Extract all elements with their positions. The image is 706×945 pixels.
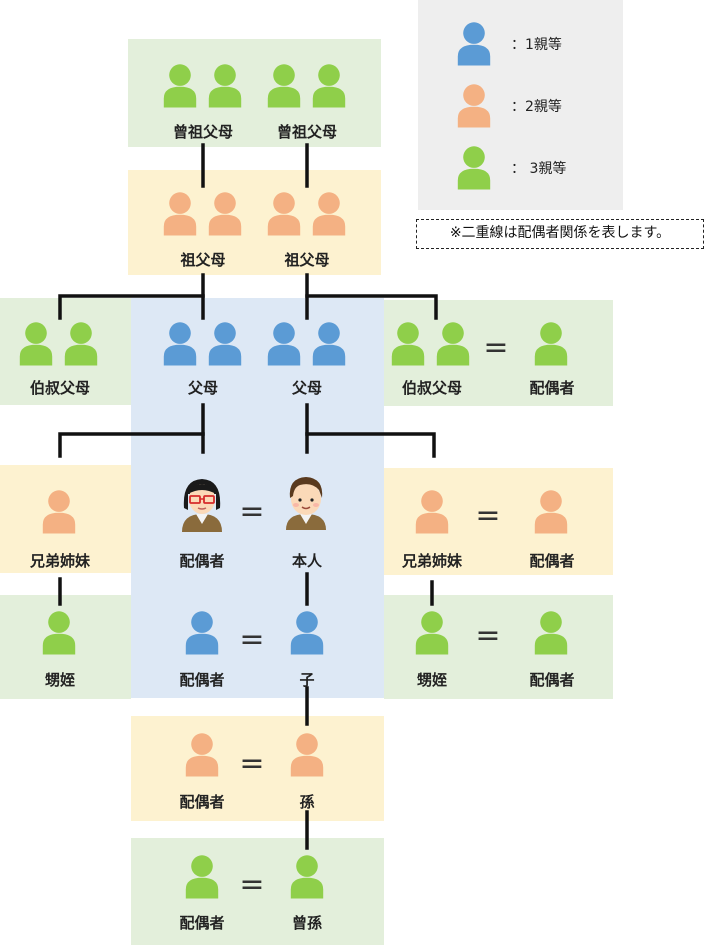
spouse-equals-sign: = [475,498,501,533]
label-uncle-aunt-right-spouse: 配偶者 [529,379,575,397]
person-icon [391,322,425,366]
zone-grandchild [131,716,384,821]
label-uncle-aunt-left: 伯叔父母 [29,379,91,397]
person-icon [163,64,197,108]
person-icon [312,192,346,236]
person-icon [290,855,324,899]
label-child-spouse: 配偶者 [179,671,225,689]
label-great-grandparents-left: 曾祖父母 [172,123,234,141]
spouse-equals-sign: = [239,494,265,529]
label-grandparents-left: 祖父母 [180,251,226,269]
spouse-equals-sign: = [239,746,265,781]
label-sibling-left: 兄弟姉妹 [29,552,91,570]
person-icon [19,322,53,366]
spouse-equals-sign: = [475,618,501,653]
person-icon [290,611,324,655]
label-nephew-left: 甥姪 [44,671,76,689]
spouse-equals-sign: = [483,330,509,365]
person-icon [208,192,242,236]
person-icon [267,192,301,236]
person-icon [163,322,197,366]
zone-great-grandchild [131,838,384,945]
label-uncle-aunt-right: 伯叔父母 [401,379,463,397]
person-icon [42,490,76,534]
person-icon [42,611,76,655]
person-icon [290,733,324,777]
person-icon [312,322,346,366]
person-icon [208,322,242,366]
legend-item-degree1: ：1親等 [456,20,616,66]
label-nephew-right: 甥姪 [416,671,448,689]
spouse-woman-avatar [182,479,222,532]
person-icon [163,192,197,236]
person-icon [457,84,491,128]
label-great-grandparents-right: 曾祖父母 [276,123,338,141]
label-parents-left: 父母 [187,379,219,397]
person-icon [64,322,98,366]
label-parents-right: 父母 [291,379,323,397]
label-sibling-right: 兄弟姉妹 [401,552,463,570]
legend-panel: ：1親等 ：2親等 ： 3親等 [418,0,623,210]
person-icon [415,611,449,655]
legend-label: ：1親等 [511,37,562,53]
person-icon [534,490,568,534]
label-child: 子 [299,671,315,689]
label-grandchild: 孫 [299,793,315,811]
person-icon [312,64,346,108]
label-great-grandchild-spouse: 配偶者 [179,914,225,932]
person-icon [457,146,491,190]
person-icon [457,22,491,66]
legend-item-degree3: ： 3親等 [456,144,616,190]
label-self-spouse: 配偶者 [179,552,225,570]
self-man-avatar [286,477,326,530]
person-icon [415,490,449,534]
legend-label: ： 3親等 [511,161,567,177]
person-icon [436,322,470,366]
legend-label: ：2親等 [511,99,562,115]
label-sibling-right-spouse: 配偶者 [529,552,575,570]
label-self: 本人 [291,552,323,570]
label-grandparents-right: 祖父母 [284,251,330,269]
person-icon [534,322,568,366]
spouse-equals-sign: = [239,867,265,902]
person-icon [208,64,242,108]
spouse-relation-note: ※二重線は配偶者関係を表します。 [416,219,704,249]
legend-item-degree2: ：2親等 [456,82,616,128]
label-great-grandchild: 曾孫 [291,914,323,932]
person-icon [534,611,568,655]
person-icon [185,855,219,899]
person-icon [185,611,219,655]
spouse-equals-sign: = [239,622,265,657]
label-grandchild-spouse: 配偶者 [179,793,225,811]
person-icon [267,322,301,366]
label-nephew-right-spouse: 配偶者 [529,671,575,689]
person-icon [185,733,219,777]
person-icon [267,64,301,108]
